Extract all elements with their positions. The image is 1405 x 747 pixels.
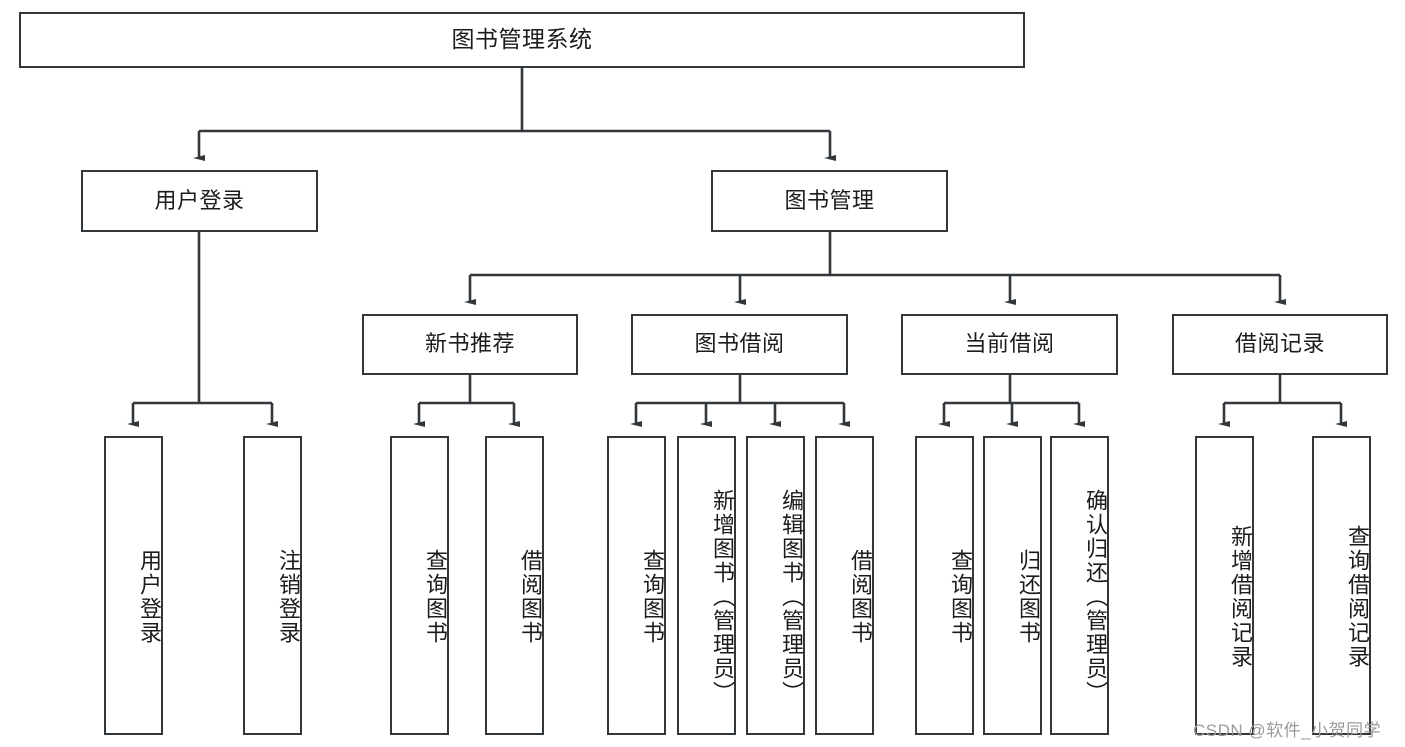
node-label: 用户登录 — [154, 187, 245, 213]
node-label: 查询图书 — [423, 548, 448, 645]
node-new-book-recommendation[interactable]: 新书推荐 — [362, 314, 578, 375]
node-label: 注销登录 — [276, 548, 301, 645]
node-label: 查询图书 — [640, 548, 665, 645]
node-leaf-query-books-current[interactable]: 查询图书 — [915, 436, 974, 735]
node-label: 借阅记录 — [1234, 331, 1325, 357]
node-label: 查询图书 — [948, 548, 973, 645]
node-label: 用户登录 — [137, 548, 162, 645]
node-label: 归还图书 — [1016, 548, 1041, 645]
node-leaf-logout[interactable]: 注销登录 — [243, 436, 302, 735]
node-root-system[interactable]: 图书管理系统 — [19, 12, 1025, 68]
node-label: 图书管理 — [784, 187, 875, 213]
node-label: 新增借阅记录 — [1228, 524, 1253, 669]
node-current-borrow[interactable]: 当前借阅 — [901, 314, 1118, 375]
node-leaf-query-borrow-record[interactable]: 查询借阅记录 — [1312, 436, 1371, 735]
node-label: 新增图书（管理员） — [710, 488, 735, 705]
node-label: 图书管理系统 — [451, 26, 593, 53]
node-leaf-user-login[interactable]: 用户登录 — [104, 436, 163, 735]
node-leaf-borrow-books[interactable]: 借阅图书 — [815, 436, 874, 735]
node-leaf-query-books-recommend[interactable]: 查询图书 — [390, 436, 449, 735]
node-label: 确认归还（管理员） — [1083, 488, 1108, 705]
node-label: 借阅图书 — [848, 548, 873, 645]
node-leaf-confirm-return-admin[interactable]: 确认归还（管理员） — [1050, 436, 1109, 735]
node-label: 新书推荐 — [424, 331, 515, 357]
node-user-login[interactable]: 用户登录 — [81, 170, 318, 232]
node-leaf-add-borrow-record[interactable]: 新增借阅记录 — [1195, 436, 1254, 735]
node-label: 当前借阅 — [964, 331, 1055, 357]
node-leaf-add-book-admin[interactable]: 新增图书（管理员） — [677, 436, 736, 735]
node-leaf-return-books[interactable]: 归还图书 — [983, 436, 1042, 735]
node-book-borrow[interactable]: 图书借阅 — [631, 314, 848, 375]
node-leaf-edit-book-admin[interactable]: 编辑图书（管理员） — [746, 436, 805, 735]
node-label: 查询借阅记录 — [1345, 524, 1370, 669]
node-label: 图书借阅 — [694, 331, 785, 357]
node-label: 借阅图书 — [518, 548, 543, 645]
node-leaf-query-books-borrow[interactable]: 查询图书 — [607, 436, 666, 735]
csdn-watermark: CSDN @软件_小贺同学 — [1193, 721, 1382, 740]
node-borrow-records[interactable]: 借阅记录 — [1172, 314, 1388, 375]
node-label: 编辑图书（管理员） — [779, 488, 804, 705]
node-book-management[interactable]: 图书管理 — [711, 170, 948, 232]
node-leaf-borrow-books-recommend[interactable]: 借阅图书 — [485, 436, 544, 735]
